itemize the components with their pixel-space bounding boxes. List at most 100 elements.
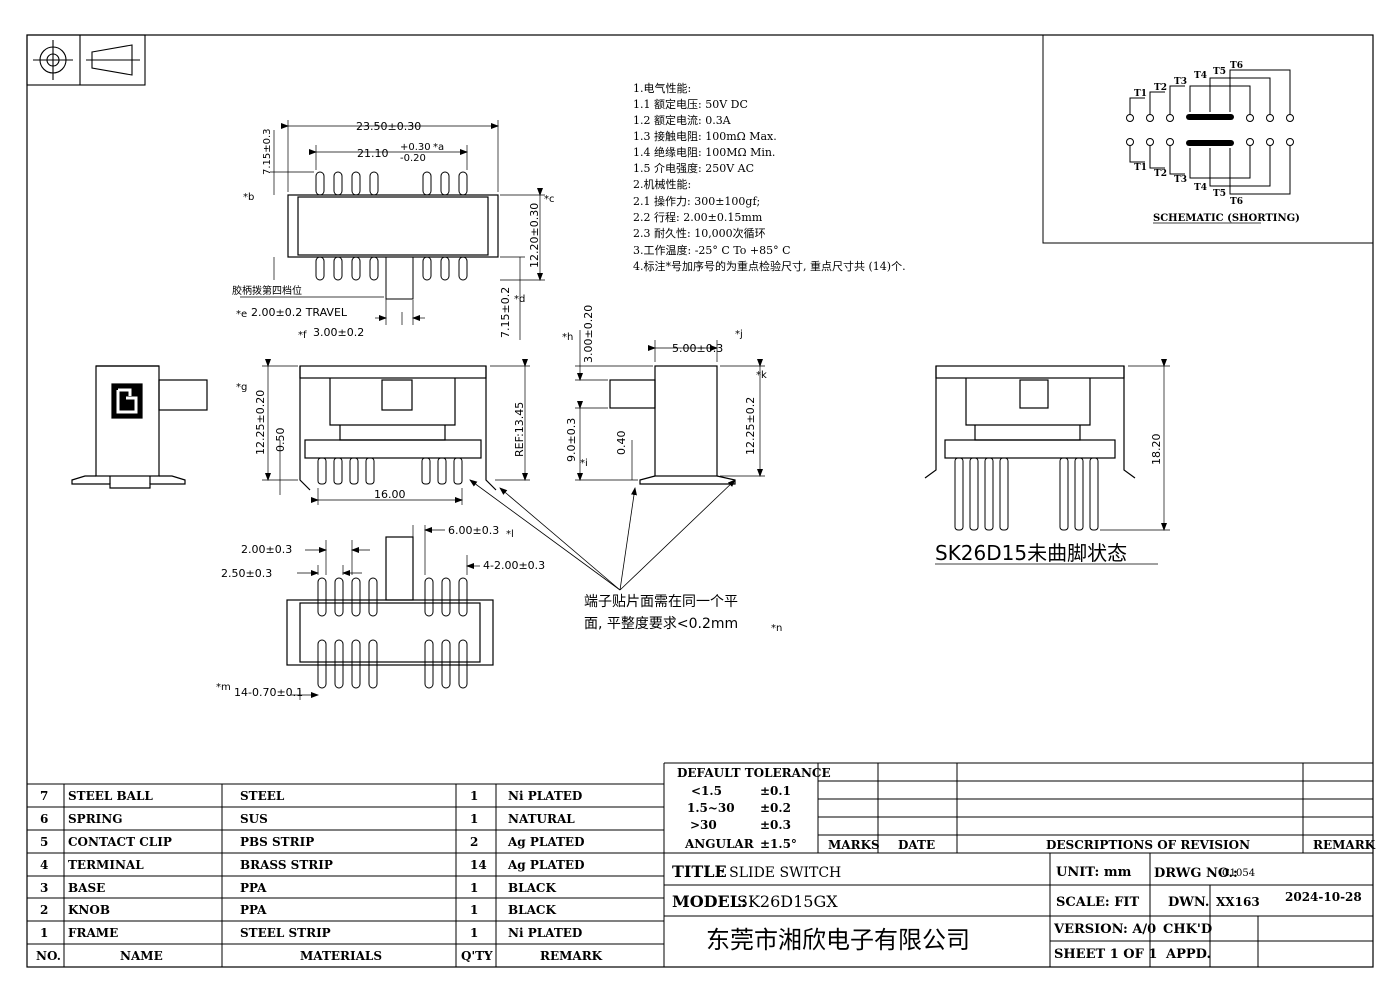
dim-mark: *l xyxy=(506,529,514,540)
note-line: 1.4 绝缘电阻: 100MΩ Min. xyxy=(633,145,775,159)
schematic-label: T2 xyxy=(1154,169,1167,179)
rev-date-header: DATE xyxy=(898,838,935,852)
bom-cell: BASE xyxy=(68,881,105,895)
knob-note: 胶柄拨第四档位 xyxy=(232,284,302,297)
model-label: MODEL: xyxy=(672,892,747,911)
note-line: 4.标注*号加序号的为重点检验尺寸, 重点尺寸共 (14)个. xyxy=(633,259,906,273)
bom-cell: BLACK xyxy=(508,881,556,895)
schematic-label: T6 xyxy=(1230,61,1243,71)
note-line: 2.1 操作力: 300±100gf; xyxy=(633,194,760,208)
dim-label: 2.50±0.3 xyxy=(221,567,272,580)
note-line: 1.2 额定电流: 0.3A xyxy=(633,113,732,127)
bom-cell: 1 xyxy=(470,789,478,803)
bom-header: MATERIALS xyxy=(300,949,382,963)
dim-mark: *k xyxy=(756,370,767,381)
top-view xyxy=(240,120,545,340)
dim-mark: *h xyxy=(562,332,573,343)
version-label: VERSION: A/0 xyxy=(1053,922,1156,937)
flatness-leaders xyxy=(469,479,736,591)
tolerance-range: 1.5~30 xyxy=(687,801,735,815)
bom-cell: NATURAL xyxy=(508,812,575,826)
bom-cell: STEEL xyxy=(240,789,285,803)
bom-cell: 3 xyxy=(40,881,48,895)
bom-cell: PPA xyxy=(240,881,267,895)
schematic-label: T3 xyxy=(1174,175,1187,185)
schematic-label: T4 xyxy=(1194,71,1207,81)
unbent-caption: SK26D15未曲脚状态 xyxy=(935,541,1127,565)
unbent-view xyxy=(924,359,1170,531)
dim-mark: *j xyxy=(735,329,743,340)
bom-header: Q'TY xyxy=(461,949,493,963)
bom-cell: 2 xyxy=(40,903,48,917)
bom-cell: SUS xyxy=(240,812,268,826)
schematic-label: T3 xyxy=(1174,77,1187,87)
dim-mark: *b xyxy=(243,192,254,203)
schematic-diagram: T1 T2 T3 T4 T5 T6 T1 T2 T3 T4 T5 T6 SCHE… xyxy=(1042,34,1374,244)
date-value: 2024-10-28 xyxy=(1285,890,1362,904)
appd-label: APPD. xyxy=(1165,947,1211,962)
dim-label: 7.15±0.3 xyxy=(262,128,273,175)
scale-label: SCALE: FIT xyxy=(1056,895,1140,910)
bom-cell: PPA xyxy=(240,903,267,917)
bom-cell: PBS STRIP xyxy=(240,835,314,849)
schematic-label: T5 xyxy=(1213,67,1226,77)
dwn-value: XX163 xyxy=(1216,895,1260,909)
dim-label: +0.30 xyxy=(400,142,431,153)
bom-cell: BRASS STRIP xyxy=(240,858,333,872)
bom-header: REMARK xyxy=(540,949,603,963)
dim-label: 3.00±0.20 xyxy=(582,305,595,363)
note-line: 1.5 介电强度: 250V AC xyxy=(633,161,754,175)
sheet-border xyxy=(26,34,1374,968)
schematic-label: T2 xyxy=(1154,83,1167,93)
dim-label: 7.15±0.2 xyxy=(499,287,512,338)
unit-label: UNIT: mm xyxy=(1056,865,1132,880)
dim-mark: *f xyxy=(298,330,307,341)
projection-symbol-icon xyxy=(26,34,146,86)
dim-label: 12.25±0.20 xyxy=(254,390,267,455)
dim-label: 9.0±0.3 xyxy=(565,418,578,462)
schematic-label: T4 xyxy=(1194,183,1207,193)
dim-mark: *n xyxy=(771,623,782,634)
dim-mark: *i xyxy=(580,458,588,469)
model-value: SK26D15GX xyxy=(737,892,838,911)
schematic-label: T5 xyxy=(1213,189,1226,199)
sheet-label: SHEET 1 OF 1 xyxy=(1054,947,1157,962)
dim-label: 5.00±0.3 xyxy=(672,342,723,355)
tolerance-value: ±0.1 xyxy=(760,784,791,798)
dim-label: 4-2.00±0.3 xyxy=(483,559,545,572)
dim-label: 3.00±0.2 xyxy=(313,326,364,339)
tolerance-value: ±0.2 xyxy=(760,801,791,815)
dim-label: 18.20 xyxy=(1150,434,1163,466)
dim-label: 12.20±0.30 xyxy=(528,203,541,268)
dim-label: 0.50 xyxy=(274,428,287,453)
bom-cell: Ag PLATED xyxy=(507,858,584,872)
note-line: 1.电气性能: xyxy=(633,81,691,95)
bom-cell: 1 xyxy=(40,926,48,940)
tolerance-value: ±1.5° xyxy=(760,837,797,851)
dim-mark: *d xyxy=(514,294,525,305)
dim-label: 16.00 xyxy=(374,488,406,501)
revision-table xyxy=(664,762,1373,854)
bom-cell: 1 xyxy=(470,903,478,917)
bom-cell: 1 xyxy=(470,926,478,940)
dim-label: 6.00±0.3 xyxy=(448,524,499,537)
dim-mark: *a xyxy=(433,142,444,153)
bom-cell: TERMINAL xyxy=(68,858,144,872)
rev-desc-header: DESCRIPTIONS OF REVISION xyxy=(1046,838,1250,852)
dim-mark: *m xyxy=(216,682,231,693)
bom-cell: SPRING xyxy=(68,812,123,826)
note-line: 2.2 行程: 2.00±0.15mm xyxy=(633,211,763,224)
dim-label: 23.50±0.30 xyxy=(356,120,421,133)
schematic-label: T1 xyxy=(1134,89,1147,99)
dim-label: 0.40 xyxy=(615,431,628,456)
bom-cell: 4 xyxy=(40,858,48,872)
dim-label: 2.00±0.3 xyxy=(241,543,292,556)
front-view xyxy=(262,359,530,505)
bom-cell: Ni PLATED xyxy=(508,926,582,940)
title-value: : SLIDE SWITCH xyxy=(720,865,841,881)
note-line: 1.1 额定电压: 50V DC xyxy=(633,97,748,111)
bom-cell: 14 xyxy=(470,858,487,872)
tolerance-value: ±0.3 xyxy=(760,818,791,832)
schematic-title: SCHEMATIC (SHORTING) xyxy=(1153,213,1300,224)
